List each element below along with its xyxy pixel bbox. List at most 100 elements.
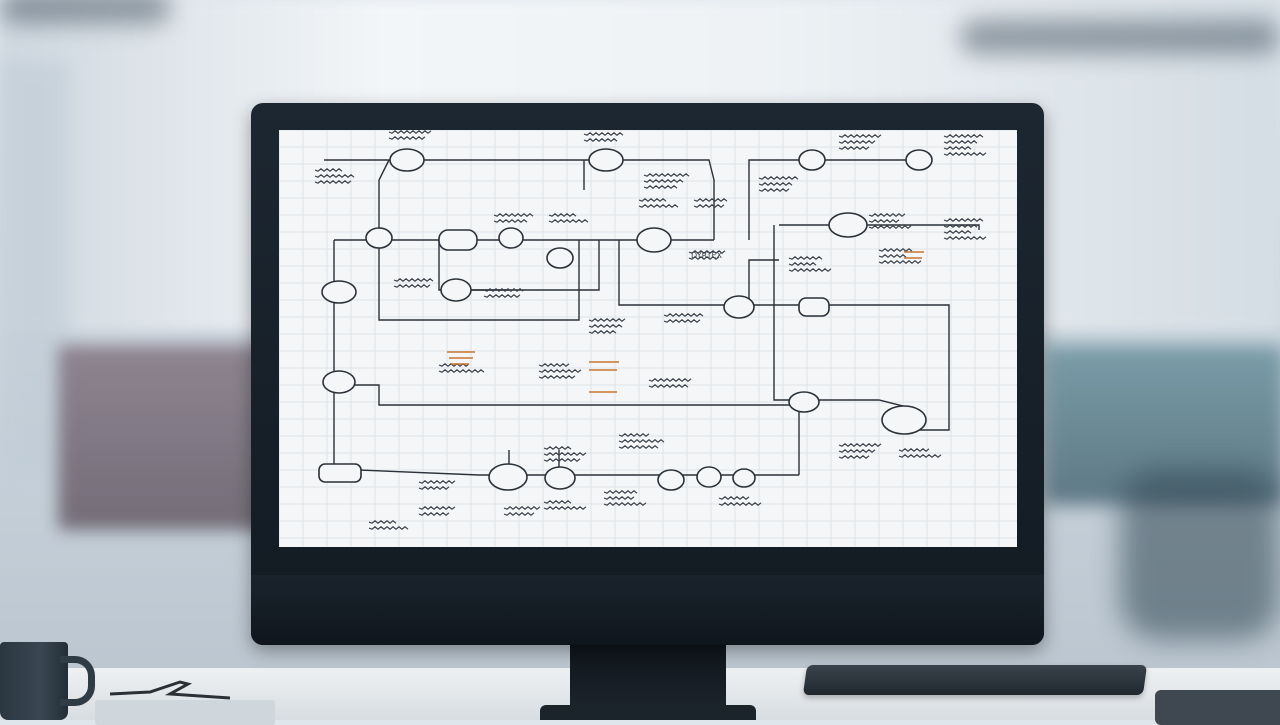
- annotation-scribble: [483, 288, 524, 292]
- annotation-scribble: [688, 256, 720, 260]
- annotation-scribble: [718, 502, 762, 506]
- annotation-scribble: [314, 180, 352, 184]
- annotation-scribble: [788, 268, 832, 272]
- annotation-scribble: [618, 445, 659, 449]
- annotation-scribble: [538, 363, 570, 367]
- annotation-scribble: [588, 318, 626, 322]
- diagram-nodes: [318, 148, 933, 491]
- annotation-scribble: [943, 218, 984, 222]
- annotation-scribble: [898, 454, 942, 458]
- annotation-scribble: [688, 250, 726, 254]
- flow-diagram: DYRTEX: [279, 130, 1017, 547]
- diagram-annotations: [314, 130, 987, 530]
- annotation-scribble: [718, 496, 750, 500]
- annotation-scribble: [543, 500, 572, 504]
- annotation-scribble: [868, 213, 906, 217]
- ceiling-light-right: [960, 20, 1280, 54]
- annotation-scribble: [618, 439, 665, 443]
- annotation-scribble: [788, 262, 817, 266]
- annotation-scribble: [868, 219, 900, 223]
- annotation-scribble: [943, 152, 987, 156]
- annotation-scribble: [418, 480, 456, 484]
- annotation-scribble: [898, 448, 930, 452]
- annotation-scribble: [643, 179, 684, 183]
- annotation-scribble: [648, 378, 692, 382]
- background-chair: [1120, 470, 1280, 640]
- annotation-scribble: [393, 278, 434, 282]
- annotation-scribble: [503, 512, 535, 516]
- annotation-scribble: [868, 225, 912, 229]
- annotation-scribble: [538, 375, 576, 379]
- annotation-scribble: [588, 324, 623, 328]
- annotation-scribble: [643, 173, 690, 177]
- annotation-scribble: [838, 134, 882, 138]
- annotation-scribble: [388, 136, 426, 140]
- background-monitor-left: [58, 345, 268, 530]
- annotation-scribble: [583, 132, 624, 136]
- diagram-orange-annotations: [447, 251, 924, 393]
- annotation-scribble: [943, 224, 978, 228]
- annotation-scribble: [638, 204, 679, 208]
- annotation-scribble: [418, 486, 450, 490]
- diagram-label: DYRTEX: [691, 251, 723, 260]
- annotation-scribble: [663, 319, 701, 323]
- annotation-scribble: [493, 213, 534, 217]
- annotation-scribble: [314, 174, 355, 178]
- annotation-scribble: [638, 198, 667, 202]
- ceiling-light-left: [0, 0, 170, 24]
- annotation-scribble: [543, 458, 581, 462]
- annotation-scribble: [543, 446, 572, 450]
- annotation-scribble: [758, 188, 790, 192]
- annotation-scribble: [943, 230, 972, 234]
- annotation-scribble: [588, 330, 617, 334]
- annotation-scribble: [548, 213, 577, 217]
- annotation-scribble: [493, 219, 528, 223]
- annotation-scribble: [693, 198, 728, 202]
- annotation-scribble: [543, 452, 587, 456]
- monitor-chin: [251, 575, 1044, 645]
- annotation-scribble: [643, 185, 678, 189]
- annotation-scribble: [878, 254, 907, 258]
- annotation-scribble: [758, 176, 799, 180]
- mug-icon: [0, 642, 68, 720]
- annotation-scribble: [878, 248, 913, 252]
- annotation-scribble: [393, 284, 431, 288]
- monitor-foot: [540, 705, 756, 720]
- annotation-scribble: [943, 146, 972, 150]
- annotation-scribble: [483, 294, 521, 298]
- annotation-scribble: [503, 506, 541, 510]
- monitor-stand: [570, 645, 726, 715]
- glasses-icon: [110, 680, 231, 700]
- annotation-scribble: [548, 219, 589, 223]
- annotation-scribble: [758, 182, 793, 186]
- annotation-scribble: [603, 502, 647, 506]
- notebook: [95, 700, 275, 725]
- annotation-scribble: [693, 204, 725, 208]
- monitor-screen: DYRTEX: [279, 130, 1017, 547]
- annotation-scribble: [943, 236, 987, 240]
- annotation-scribble: [418, 506, 456, 510]
- annotation-scribble: [663, 313, 704, 317]
- annotation-scribble: [838, 140, 876, 144]
- desk-pad: [1155, 690, 1280, 725]
- annotation-scribble: [538, 369, 582, 373]
- annotation-scribble: [388, 130, 432, 134]
- annotation-scribble: [838, 146, 870, 150]
- annotation-scribble: [603, 496, 635, 500]
- mug-handle: [60, 656, 95, 706]
- annotation-scribble: [648, 384, 689, 388]
- annotation-scribble: [438, 369, 485, 373]
- annotation-scribble: [943, 134, 984, 138]
- annotation-scribble: [583, 138, 618, 142]
- annotation-scribble: [418, 512, 450, 516]
- annotation-scribble: [603, 490, 638, 494]
- annotation-scribble: [368, 520, 397, 524]
- annotation-scribble: [943, 140, 978, 144]
- screen-grid: [279, 130, 1017, 547]
- annotation-scribble: [788, 256, 823, 260]
- annotation-scribble: [838, 455, 870, 459]
- annotation-scribble: [618, 433, 650, 437]
- annotation-scribble: [838, 443, 882, 447]
- annotation-scribble: [878, 260, 922, 264]
- annotation-scribble: [543, 506, 587, 510]
